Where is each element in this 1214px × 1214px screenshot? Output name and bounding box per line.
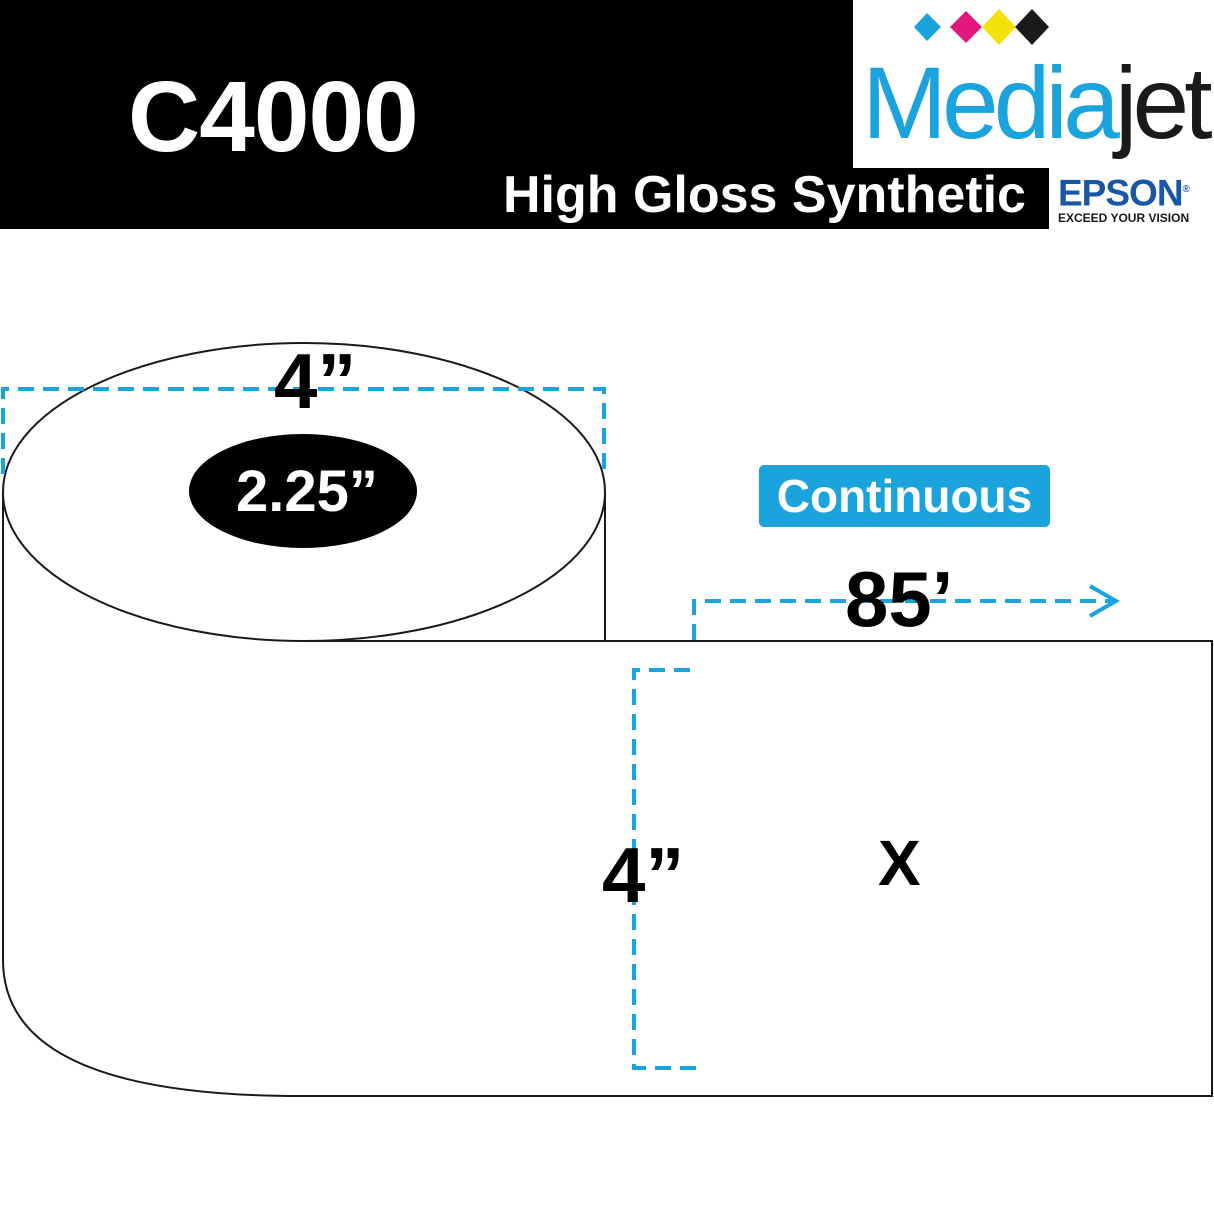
height-dimension-line (632, 668, 704, 1070)
epson-trademark: ® (1182, 184, 1190, 195)
roll-width-label: 4” (274, 337, 357, 425)
core-diameter-label: 2.25” (236, 459, 378, 524)
roll-body-outline (2, 492, 1213, 1097)
roll-length-label: 85’ (845, 555, 954, 643)
epson-name: EPSON (1058, 172, 1184, 214)
black-diamond (1015, 9, 1049, 45)
cyan-diamond (914, 13, 941, 41)
arrow-head-icon (1089, 584, 1121, 618)
roll-core (189, 434, 417, 548)
yellow-diamond (982, 9, 1016, 45)
product-name: High Gloss Synthetic (503, 166, 1026, 224)
wordmark-media: Media (862, 46, 1120, 160)
length-dimension-line (692, 599, 1112, 640)
mediajet-wordmark: Mediajet (862, 46, 1213, 160)
wordmark-jet: jet (1114, 46, 1213, 160)
continuous-badge: Continuous (759, 465, 1050, 527)
epson-tagline: EXCEED YOUR VISION (1058, 211, 1190, 225)
epson-logo-panel (1049, 168, 1214, 229)
model-number: C4000 (128, 61, 419, 173)
epson-wordmark: EPSON® (1058, 170, 1190, 214)
label-width-label: X (878, 827, 921, 899)
width-dimension-line (1, 387, 606, 474)
label-height-label: 4” (602, 831, 685, 919)
magenta-diamond (950, 11, 982, 43)
